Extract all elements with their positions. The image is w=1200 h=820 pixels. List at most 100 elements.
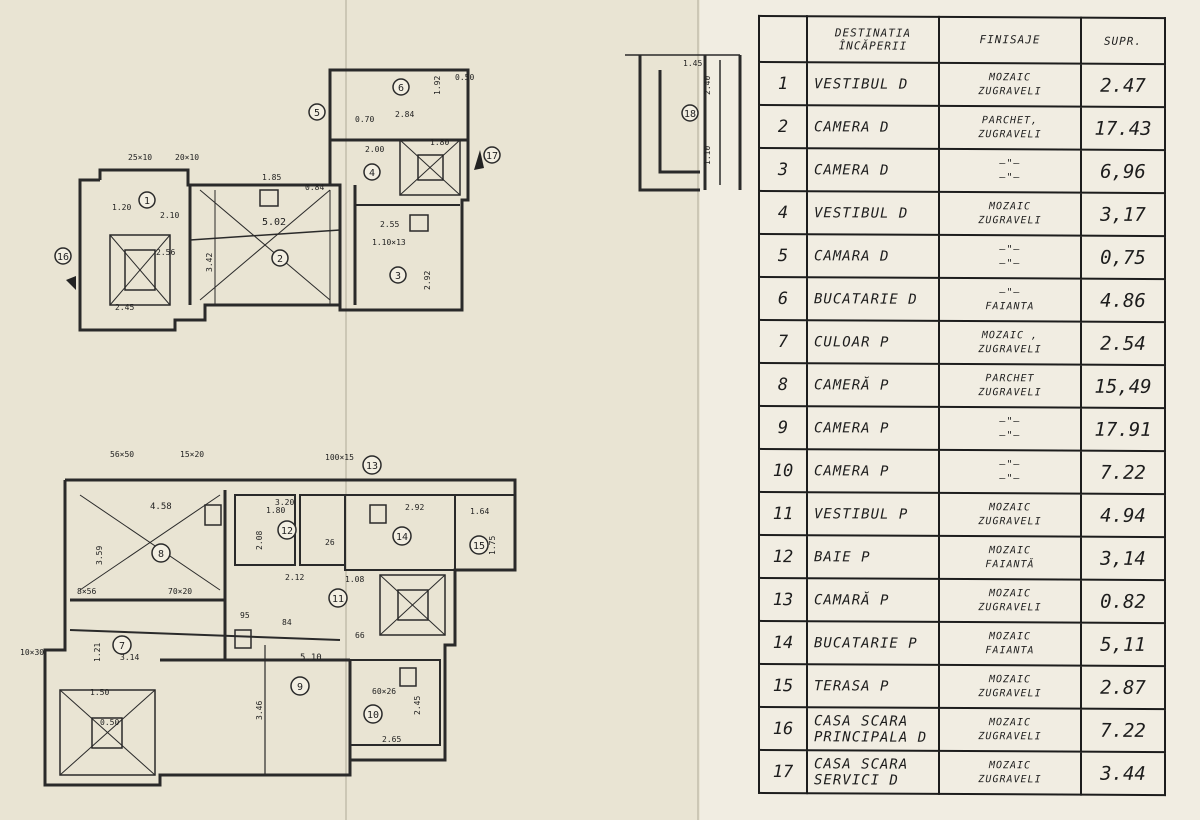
room-marker: [271, 249, 289, 267]
room-number: 10: [367, 710, 379, 721]
room-destination-cell: CULOAR P: [807, 320, 939, 364]
room-number-cell: 8: [759, 362, 807, 407]
svg-text:2.12: 2.12: [285, 573, 304, 582]
svg-text:1.50: 1.50: [90, 688, 109, 697]
svg-text:3.42: 3.42: [205, 253, 214, 272]
room-finishes-cell: —"——"—: [939, 234, 1081, 279]
paper-fold: [697, 0, 699, 820]
svg-text:1.10: 1.10: [703, 146, 712, 165]
room-finishes-cell: MOZAIC ZUGRAVELI: [939, 62, 1081, 107]
svg-text:1.92: 1.92: [433, 76, 442, 95]
svg-text:0.84: 0.84: [305, 183, 324, 192]
svg-text:95: 95: [240, 611, 250, 620]
room-marker: [328, 588, 348, 608]
room-destination-cell: CASA SCARA SERVICI D: [807, 750, 939, 794]
finish-line-2: FAIANTA: [985, 300, 1035, 312]
room-area-cell: 0,75: [1081, 235, 1165, 280]
svg-text:3.14: 3.14: [120, 653, 139, 662]
finish-line-1: PARCHET,: [981, 114, 1039, 126]
finish-line-2: ZUGRAVELI: [978, 85, 1042, 97]
svg-text:60×26: 60×26: [372, 687, 396, 696]
room-finishes-cell: MOZAIC ,ZUGRAVELI: [939, 320, 1081, 365]
finish-line-1: —"—: [999, 243, 1021, 255]
room-destination-cell: CAMERA D: [807, 105, 939, 149]
finish-line-1: MOZAIC ,: [981, 329, 1039, 341]
room-area-cell: 4.94: [1081, 493, 1165, 538]
svg-text:5.02: 5.02: [262, 217, 286, 228]
svg-text:4.58: 4.58: [150, 502, 172, 512]
room-number: 7: [119, 641, 125, 652]
finish-line-2: —"—: [999, 429, 1021, 441]
room-marker: [681, 104, 699, 122]
room-number: 4: [369, 168, 375, 179]
finish-line-2: ZUGRAVELI: [978, 515, 1042, 527]
finish-line-1: —"—: [999, 157, 1021, 169]
room-number-cell: 16: [759, 706, 807, 751]
svg-text:1.21: 1.21: [93, 643, 102, 662]
room-area-cell: 2.87: [1081, 665, 1165, 710]
finish-line-1: MOZAIC: [988, 71, 1032, 83]
room-number: 9: [297, 682, 303, 693]
room-destination-cell: VESTIBUL P: [807, 492, 939, 536]
svg-text:2.45: 2.45: [115, 303, 134, 312]
svg-text:2.56: 2.56: [156, 248, 175, 257]
room-area-cell: 17.43: [1081, 106, 1165, 151]
room-destination-cell: CAMERA P: [807, 449, 939, 493]
room-number-cell: 6: [759, 276, 807, 321]
lower-dimensions: 56×50 15×20 100×15 4.58 3.59 3.20 1.80 2…: [20, 450, 497, 744]
room-area-cell: 3,17: [1081, 192, 1165, 237]
room-marker: [392, 526, 412, 546]
side-dimensions: 1.45 2.40 1.10: [683, 59, 712, 165]
svg-text:100×15: 100×15: [325, 453, 354, 462]
svg-text:2.08: 2.08: [255, 531, 264, 550]
finish-line-1: MOZAIC: [988, 759, 1032, 771]
upper-dimensions: 25×10 20×10 1.20 2.10 3.42 5.02 2.56 2.4…: [112, 73, 474, 312]
svg-text:1.10×13: 1.10×13: [372, 238, 406, 247]
room-marker: [483, 146, 501, 164]
room-number: 17: [486, 151, 498, 162]
finish-line-1: —"—: [999, 286, 1021, 298]
room-destination-cell: CAMARA D: [807, 234, 939, 278]
room-destination-cell: CASA SCARA PRINCIPALA D: [807, 707, 939, 751]
room-finishes-cell: —"——"—: [939, 406, 1081, 451]
finish-line-2: FAIANTA: [985, 644, 1035, 656]
svg-text:2.40: 2.40: [703, 76, 712, 95]
finish-line-2: —"—: [999, 171, 1021, 183]
svg-text:10×30: 10×30: [20, 648, 44, 657]
svg-text:25×10: 25×10: [128, 153, 152, 162]
svg-text:84: 84: [282, 618, 292, 627]
upper-room-markers: [54, 78, 501, 284]
svg-text:1.08: 1.08: [345, 575, 364, 584]
room-marker: [469, 535, 489, 555]
lower-room-markers: [112, 455, 489, 724]
header-nr: [759, 15, 807, 63]
room-marker: [389, 266, 407, 284]
room-marker: [362, 455, 382, 475]
room-destination-cell: BAIE P: [807, 535, 939, 579]
table-header-row: DESTINATIA ÎNCĂPERII FINISAJE SUPR.: [759, 15, 1165, 65]
room-area-cell: 2.54: [1081, 321, 1165, 366]
room-destination-cell: CAMERA D: [807, 148, 939, 192]
upper-room-numbers: 1 2 3 4 5 6 16 17: [57, 83, 498, 282]
room-number-cell: 3: [759, 147, 807, 192]
svg-text:1.20: 1.20: [112, 203, 131, 212]
finish-line-1: PARCHET: [985, 372, 1035, 384]
room-marker: [363, 163, 381, 181]
finish-line-2: ZUGRAVELI: [978, 386, 1042, 398]
side-plan: [625, 54, 742, 192]
room-number-cell: 9: [759, 405, 807, 450]
room-area-cell: 6,96: [1081, 149, 1165, 194]
room-number: 18: [684, 109, 696, 120]
